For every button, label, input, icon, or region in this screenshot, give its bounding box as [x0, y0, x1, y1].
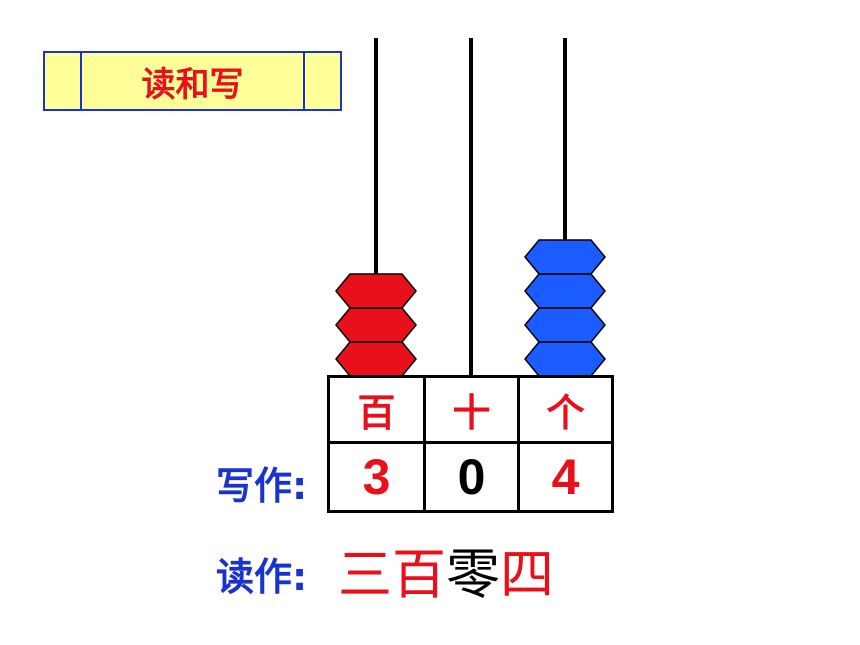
- digit-hundreds: 3: [362, 449, 391, 505]
- digit-ones: 4: [551, 449, 580, 505]
- reading-part-hundreds: 三百: [338, 543, 446, 606]
- reading-part-ones: 四: [500, 543, 554, 606]
- read-label: 读作:: [216, 555, 308, 599]
- write-label: 写作:: [216, 464, 308, 508]
- digit-tens: 0: [457, 449, 486, 505]
- abacus-bead-hundreds: [335, 341, 417, 377]
- number-reading: 三百零四: [338, 530, 554, 609]
- place-label-hundreds: 百: [357, 391, 396, 435]
- lesson-title: 读和写: [141, 64, 244, 105]
- abacus-bead-ones: [524, 341, 606, 377]
- banner-divider-left: [80, 53, 82, 109]
- reading-part-zero: 零: [446, 543, 500, 606]
- abacus-bead-hundreds: [335, 307, 417, 343]
- place-label-ones: 个: [546, 391, 585, 435]
- table-divider: [330, 441, 611, 444]
- table-divider: [517, 378, 520, 510]
- abacus-bead-hundreds: [335, 273, 417, 309]
- abacus-bead-ones: [524, 239, 606, 275]
- abacus-bead-ones: [524, 307, 606, 343]
- place-label-tens: 十: [452, 391, 491, 435]
- place-value-table: 百 十 个 3 0 4: [327, 375, 614, 513]
- abacus-bead-ones: [524, 273, 606, 309]
- banner-divider-right: [303, 53, 305, 109]
- table-divider: [423, 378, 426, 510]
- lesson-title-banner: 读和写: [43, 51, 342, 111]
